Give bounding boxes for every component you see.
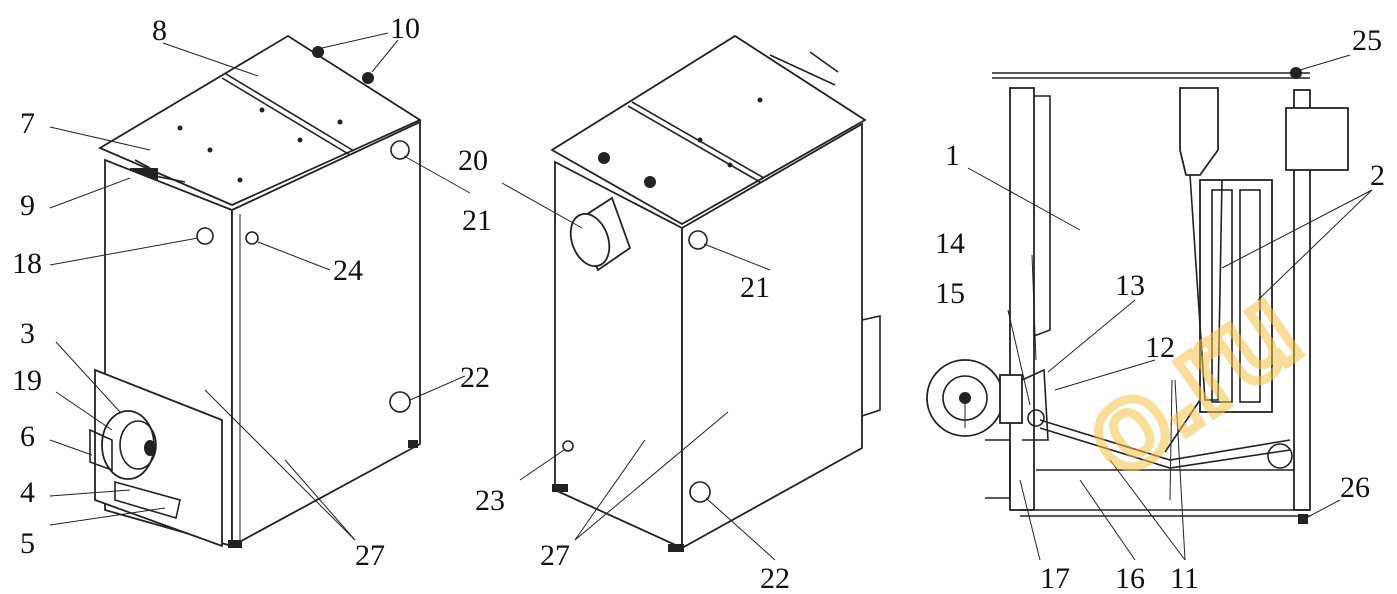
- fitting-24: [245, 231, 259, 245]
- flue-box: [1285, 107, 1349, 171]
- callout-2: 2: [1370, 159, 1385, 192]
- callout-13: 13: [1115, 269, 1145, 302]
- callout-3: 3: [20, 317, 35, 350]
- callout-20: 20: [458, 144, 488, 177]
- callout-5: 5: [20, 527, 35, 560]
- callout-27-front: 27: [355, 539, 385, 572]
- section-view: [926, 67, 1349, 524]
- callout-21-rear: 21: [740, 271, 770, 304]
- lid-bolt-icon: [362, 72, 374, 84]
- fitting-22-rear: [689, 481, 711, 503]
- callout-1: 1: [945, 139, 960, 172]
- rear-side-face: [681, 122, 863, 550]
- callout-22-front: 22: [460, 361, 490, 394]
- callout-4: 4: [20, 476, 35, 509]
- callout-21-front: 21: [462, 204, 492, 237]
- callout-17: 17: [1040, 562, 1070, 594]
- left-wall: [1009, 87, 1035, 511]
- callout-16: 16: [1115, 562, 1145, 594]
- top-lid: [98, 34, 422, 206]
- callout-7: 7: [20, 107, 35, 140]
- callouts: 8 10 7 9 18 24 21 3 19 6 4 5 22 27 20 21…: [12, 12, 1385, 594]
- callout-9: 9: [20, 189, 35, 222]
- callout-18: 18: [12, 247, 42, 280]
- lid-bolt-icon: [312, 46, 324, 58]
- callout-26: 26: [1340, 471, 1370, 504]
- top-lid-rear: [550, 34, 867, 226]
- callout-27-rear: 27: [540, 539, 570, 572]
- fitting-22: [389, 391, 411, 413]
- callout-15: 15: [935, 277, 965, 310]
- fitting-21-rear: [688, 230, 708, 250]
- callout-6: 6: [20, 420, 35, 453]
- callout-11: 11: [1170, 562, 1199, 594]
- callout-24: 24: [333, 254, 363, 287]
- callout-25: 25: [1352, 24, 1382, 57]
- leaders-view1: [49, 32, 471, 541]
- fitting-18: [196, 227, 214, 245]
- callout-19: 19: [12, 364, 42, 397]
- leaders-view3: [967, 54, 1373, 561]
- rear-view: [550, 34, 881, 552]
- front-view: [89, 34, 422, 548]
- callout-14: 14: [935, 227, 965, 260]
- callout-22-rear: 22: [760, 562, 790, 594]
- side-face: [231, 120, 421, 548]
- leaders-view2: [501, 182, 776, 561]
- fitting-23: [562, 440, 574, 452]
- callout-12: 12: [1145, 331, 1175, 364]
- callout-23: 23: [475, 484, 505, 517]
- callout-10: 10: [390, 12, 420, 45]
- fitting-21: [390, 140, 410, 160]
- callout-8: 8: [152, 14, 167, 47]
